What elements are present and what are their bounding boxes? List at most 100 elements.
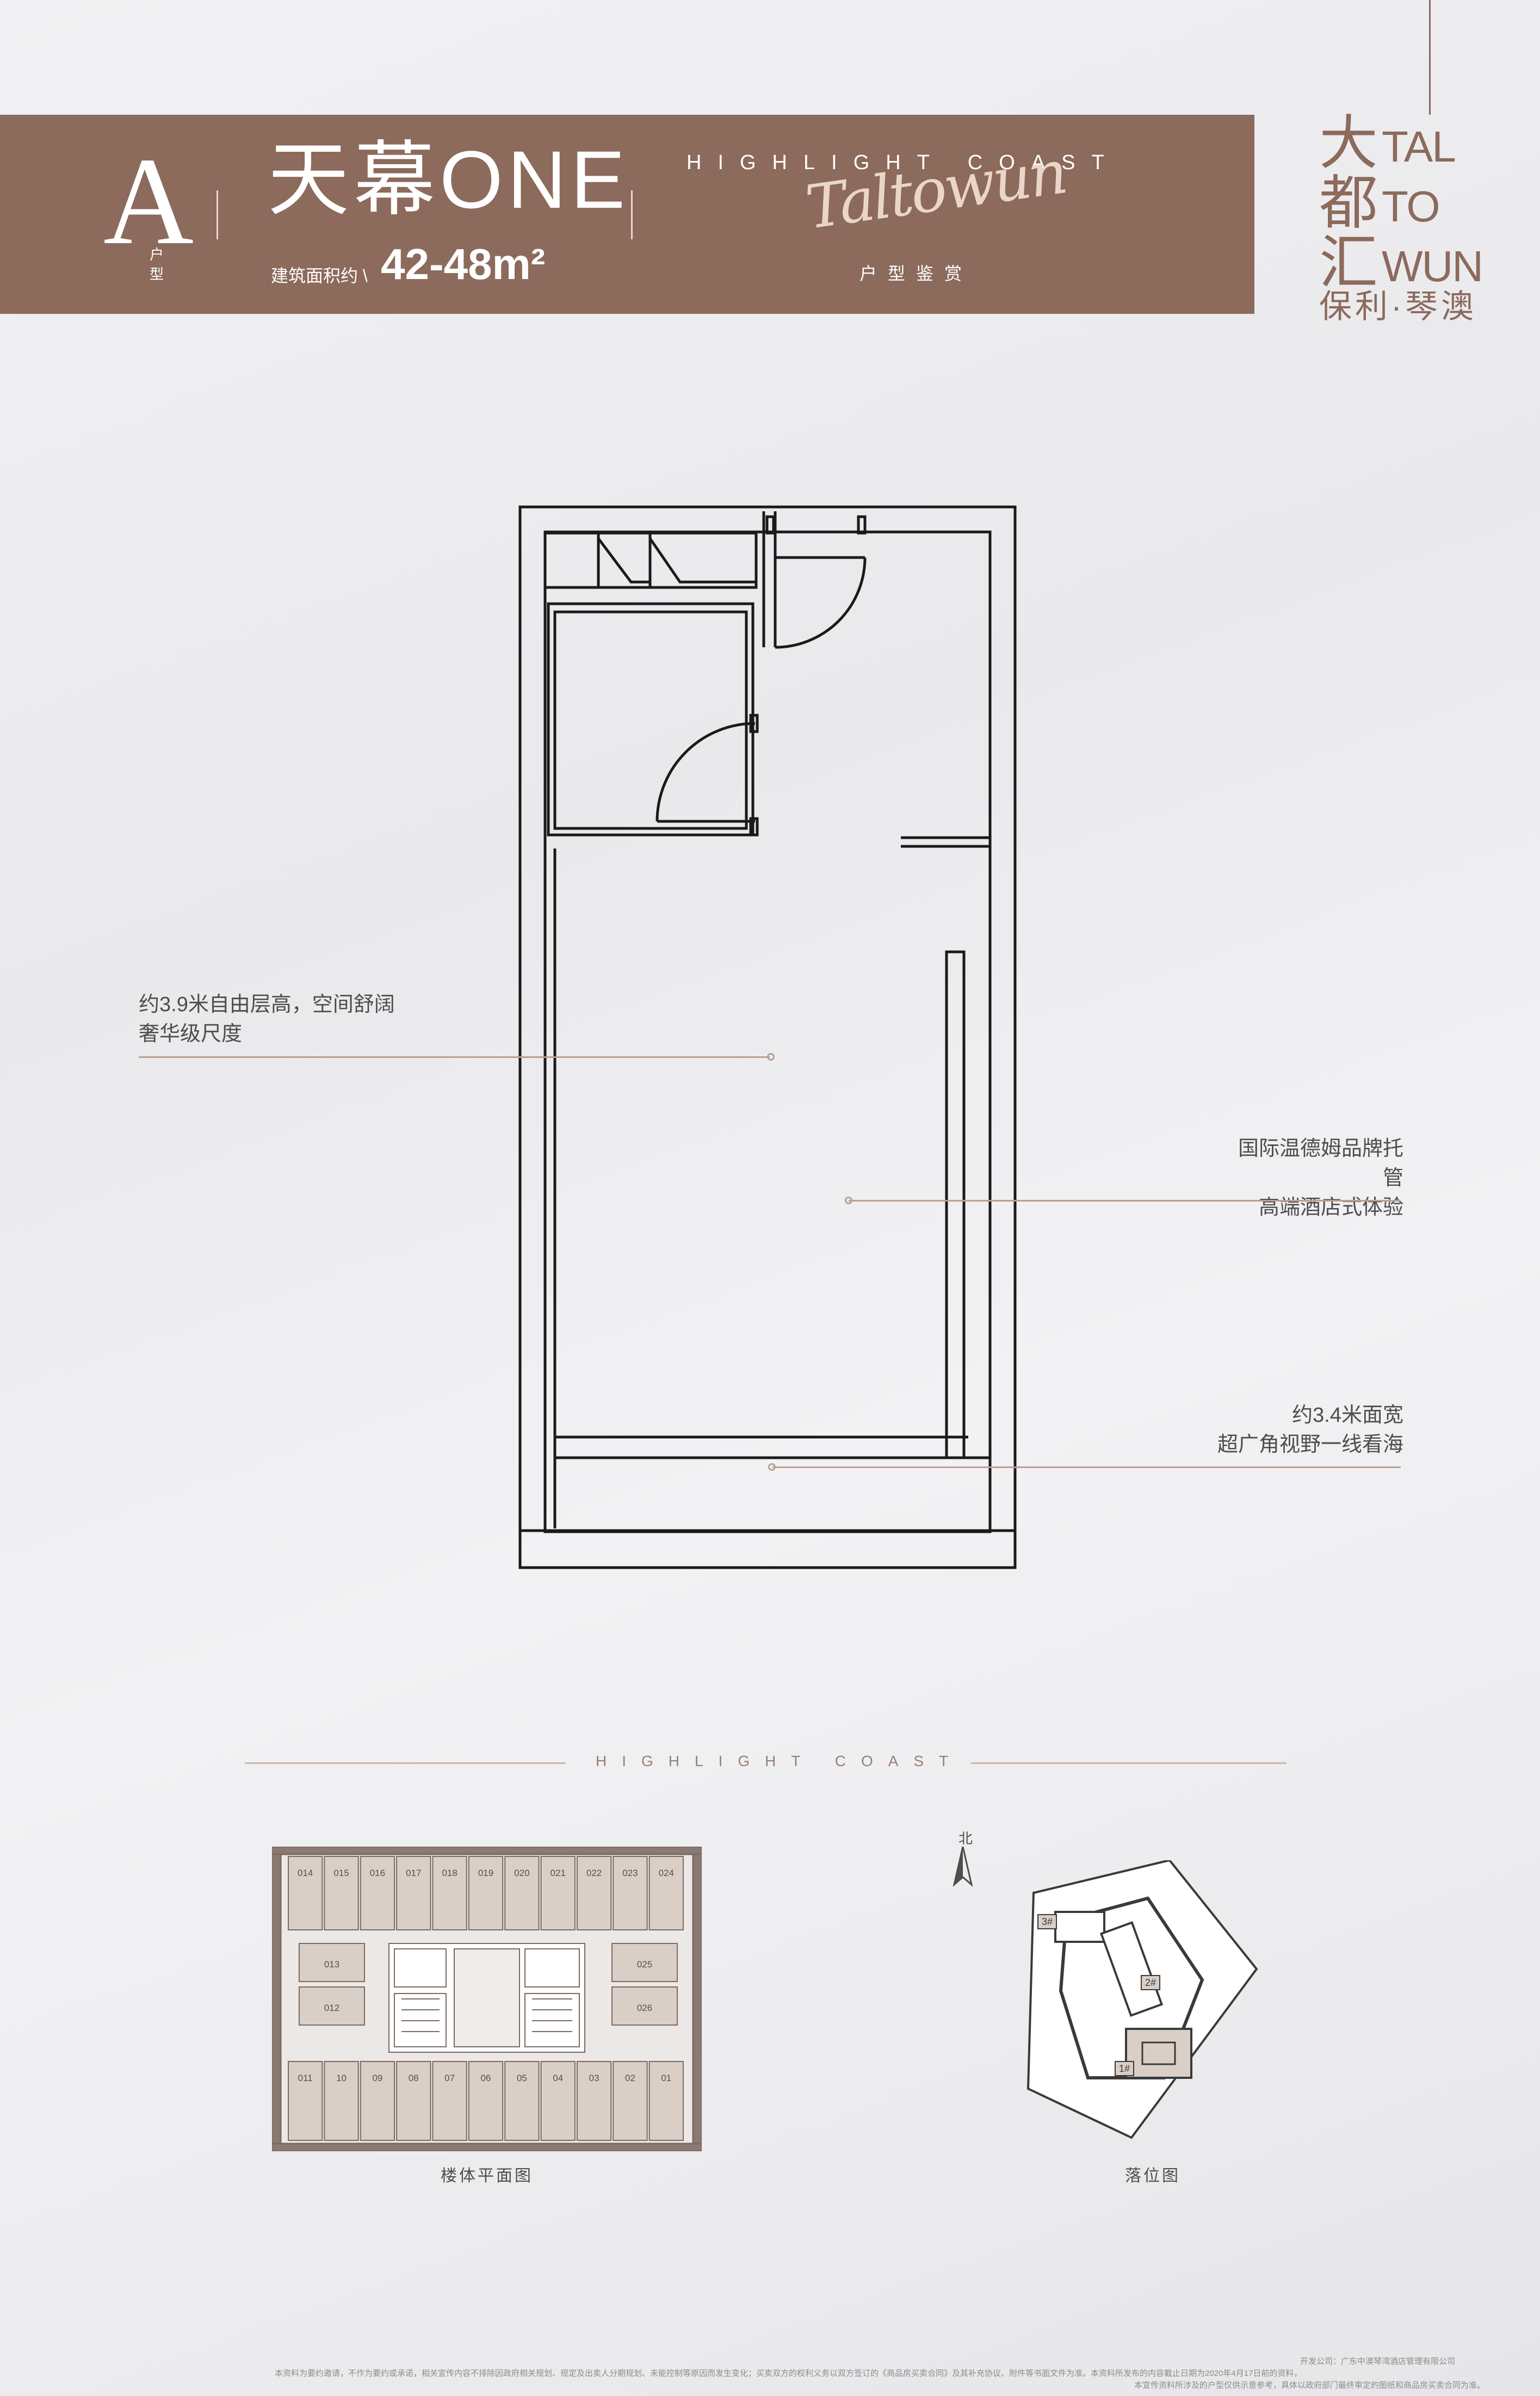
unit-letter: A bbox=[103, 132, 194, 270]
fp-unit-cell bbox=[504, 2061, 540, 2141]
footer-developer: 开发公司：广东中澳琴湾酒店管理有限公司 bbox=[1300, 2357, 1456, 2366]
fp-unit-label: 021 bbox=[551, 1868, 566, 1878]
section-divider-text: HIGHLIGHT COAST bbox=[596, 1753, 964, 1769]
fp-unit-label: 024 bbox=[659, 1868, 674, 1878]
section-label: 户型鉴赏 bbox=[859, 264, 973, 283]
fp-unit-label: 017 bbox=[406, 1868, 421, 1878]
unit-floor-plan bbox=[518, 505, 1017, 1569]
north-label: 北 bbox=[958, 1830, 973, 1847]
logo-subtitle: 保利·琴澳 bbox=[1319, 288, 1477, 325]
logo-en-line-3: WUN bbox=[1382, 242, 1483, 290]
outer-wall bbox=[518, 505, 1017, 1569]
unit-suffix: 户型 bbox=[150, 246, 164, 282]
annotation-3-line1: 约3.4米面宽 bbox=[1292, 1404, 1403, 1427]
fp-unit-026: 026 bbox=[637, 2003, 652, 2013]
logo-en-line-1: TAL bbox=[1382, 122, 1456, 171]
logo-char-2: 都 bbox=[1319, 171, 1378, 236]
logo-char-3: 汇 bbox=[1319, 231, 1378, 296]
inner-wall bbox=[543, 530, 992, 1533]
fp-unit-cell bbox=[324, 2061, 359, 2141]
area-label: 建筑面积约 \ bbox=[271, 266, 368, 286]
annotation-2-dot bbox=[845, 1197, 852, 1204]
annotation-1-dot bbox=[767, 1053, 775, 1061]
fp-unit-cell bbox=[288, 2061, 323, 2141]
fp-unit-label: 022 bbox=[586, 1868, 602, 1878]
site-building-3: 3# bbox=[1042, 1916, 1053, 1927]
annotation-1-line2: 奢华级尺度 bbox=[139, 1023, 243, 1045]
logo-en-line-2: TO bbox=[1382, 182, 1440, 231]
divider-2 bbox=[631, 190, 633, 239]
fp-unit-cell bbox=[468, 2061, 504, 2141]
fp-unit-label: 015 bbox=[333, 1868, 349, 1878]
fp-unit-cell bbox=[288, 1856, 323, 1930]
fp-unit-cell bbox=[360, 2061, 395, 2141]
fp-unit-cell bbox=[648, 2061, 684, 2141]
fp-unit-label: 02 bbox=[625, 2073, 635, 2083]
fp-unit-label: 07 bbox=[444, 2073, 455, 2083]
fp-unit-cell bbox=[648, 1856, 684, 1930]
fp-unit-label: 018 bbox=[442, 1868, 457, 1878]
header-banner bbox=[0, 115, 1254, 314]
fp-unit-label: 06 bbox=[481, 2073, 491, 2083]
annotation-3-line2: 超广角视野一线看海 bbox=[1217, 1433, 1403, 1456]
fp-unit-cell bbox=[360, 1856, 395, 1930]
fp-unit-cell bbox=[468, 1856, 504, 1930]
fp-unit-cell bbox=[576, 2061, 612, 2141]
divider-1 bbox=[217, 190, 218, 239]
fp-unit-label: 016 bbox=[370, 1868, 385, 1878]
fp-unit-label: 03 bbox=[589, 2073, 599, 2083]
fp-unit-label: 08 bbox=[409, 2073, 419, 2083]
fp-unit-label: 01 bbox=[661, 2073, 671, 2083]
top-accent-line bbox=[1429, 0, 1431, 115]
annotation-3-dot bbox=[768, 1463, 776, 1471]
site-building-1: 1# bbox=[1119, 2063, 1130, 2074]
annotation-1: 约3.9米自由层高，空间舒阔 奢华级尺度 bbox=[139, 990, 395, 1049]
divider-right bbox=[971, 1762, 1287, 1764]
logo-char-1: 大 bbox=[1319, 112, 1378, 176]
annotation-1-leader bbox=[139, 1056, 770, 1058]
fp-unit-cell bbox=[613, 1856, 648, 1930]
fp-unit-cell bbox=[396, 2061, 431, 2141]
highlight-coast-heading: HIGHLIGHT COAST bbox=[686, 151, 1121, 174]
site-plan-map: 3# 2# 1# bbox=[1026, 1860, 1258, 2139]
fp-unit-cell bbox=[540, 2061, 576, 2141]
north-arrow-icon bbox=[953, 1847, 973, 1887]
fp-unit-label: 09 bbox=[372, 2073, 382, 2083]
annotation-2-leader bbox=[849, 1200, 1401, 1202]
building-floor-plan: 014 015 016 017 018 019 020 021 022 023 024 011 10 0… bbox=[272, 1847, 702, 2151]
annotation-3-leader bbox=[772, 1466, 1401, 1468]
fp-unit-label: 10 bbox=[336, 2073, 347, 2083]
site-building-2: 2# bbox=[1145, 1977, 1156, 1988]
fp-unit-cell bbox=[504, 1856, 540, 1930]
fp-unit-013: 013 bbox=[324, 1959, 339, 1970]
footer-disclaimer-tail: 本宣传资料所涉及的户型仅供示意参考，具体以政府部门最终审定的图纸和商品房买卖合同… bbox=[1134, 2381, 1486, 2390]
page-title: 天幕ONE bbox=[268, 134, 630, 225]
fp-unit-cell bbox=[613, 2061, 648, 2141]
divider-left bbox=[245, 1762, 566, 1764]
fp-unit-cell bbox=[432, 1856, 467, 1930]
site-plan-caption: 落位图 bbox=[1125, 2167, 1180, 2185]
annotation-3: 约3.4米面宽 超广角视野一线看海 bbox=[1175, 1401, 1403, 1459]
annotation-2-line1: 国际温德姆品牌托管 bbox=[1238, 1137, 1403, 1190]
annotation-1-line1: 约3.9米自由层高，空间舒阔 bbox=[139, 993, 395, 1016]
fp-unit-label: 014 bbox=[298, 1868, 313, 1878]
fp-unit-cell bbox=[540, 1856, 576, 1930]
fp-unit-cell bbox=[432, 2061, 467, 2141]
fp-unit-label: 05 bbox=[517, 2073, 527, 2083]
floor-plan-caption: 楼体平面图 bbox=[441, 2167, 533, 2185]
area-value: 42-48m² bbox=[381, 240, 546, 288]
fp-unit-label: 020 bbox=[514, 1868, 529, 1878]
fp-unit-label: 04 bbox=[553, 2073, 563, 2083]
fp-unit-012: 012 bbox=[324, 2003, 339, 2013]
fp-unit-cell bbox=[324, 1856, 359, 1930]
fp-unit-label: 023 bbox=[622, 1868, 638, 1878]
logo-cn: 大 都 汇 bbox=[1319, 114, 1384, 294]
fp-unit-cell bbox=[396, 1856, 431, 1930]
logo-en: TAL TO WUN bbox=[1382, 117, 1483, 296]
fp-unit-label: 011 bbox=[298, 2073, 313, 2083]
fp-unit-label: 019 bbox=[478, 1868, 493, 1878]
footer-disclaimer-main: 本资料为要约邀请，不作为要约或承诺，相关宣传内容不排除因政府相关规划、规定及出卖… bbox=[275, 2369, 1302, 2378]
fp-unit-025: 025 bbox=[637, 1959, 652, 1970]
annotation-2: 国际温德姆品牌托管 高端酒店式体验 bbox=[1219, 1134, 1403, 1222]
annotation-2-line2: 高端酒店式体验 bbox=[1258, 1196, 1403, 1219]
